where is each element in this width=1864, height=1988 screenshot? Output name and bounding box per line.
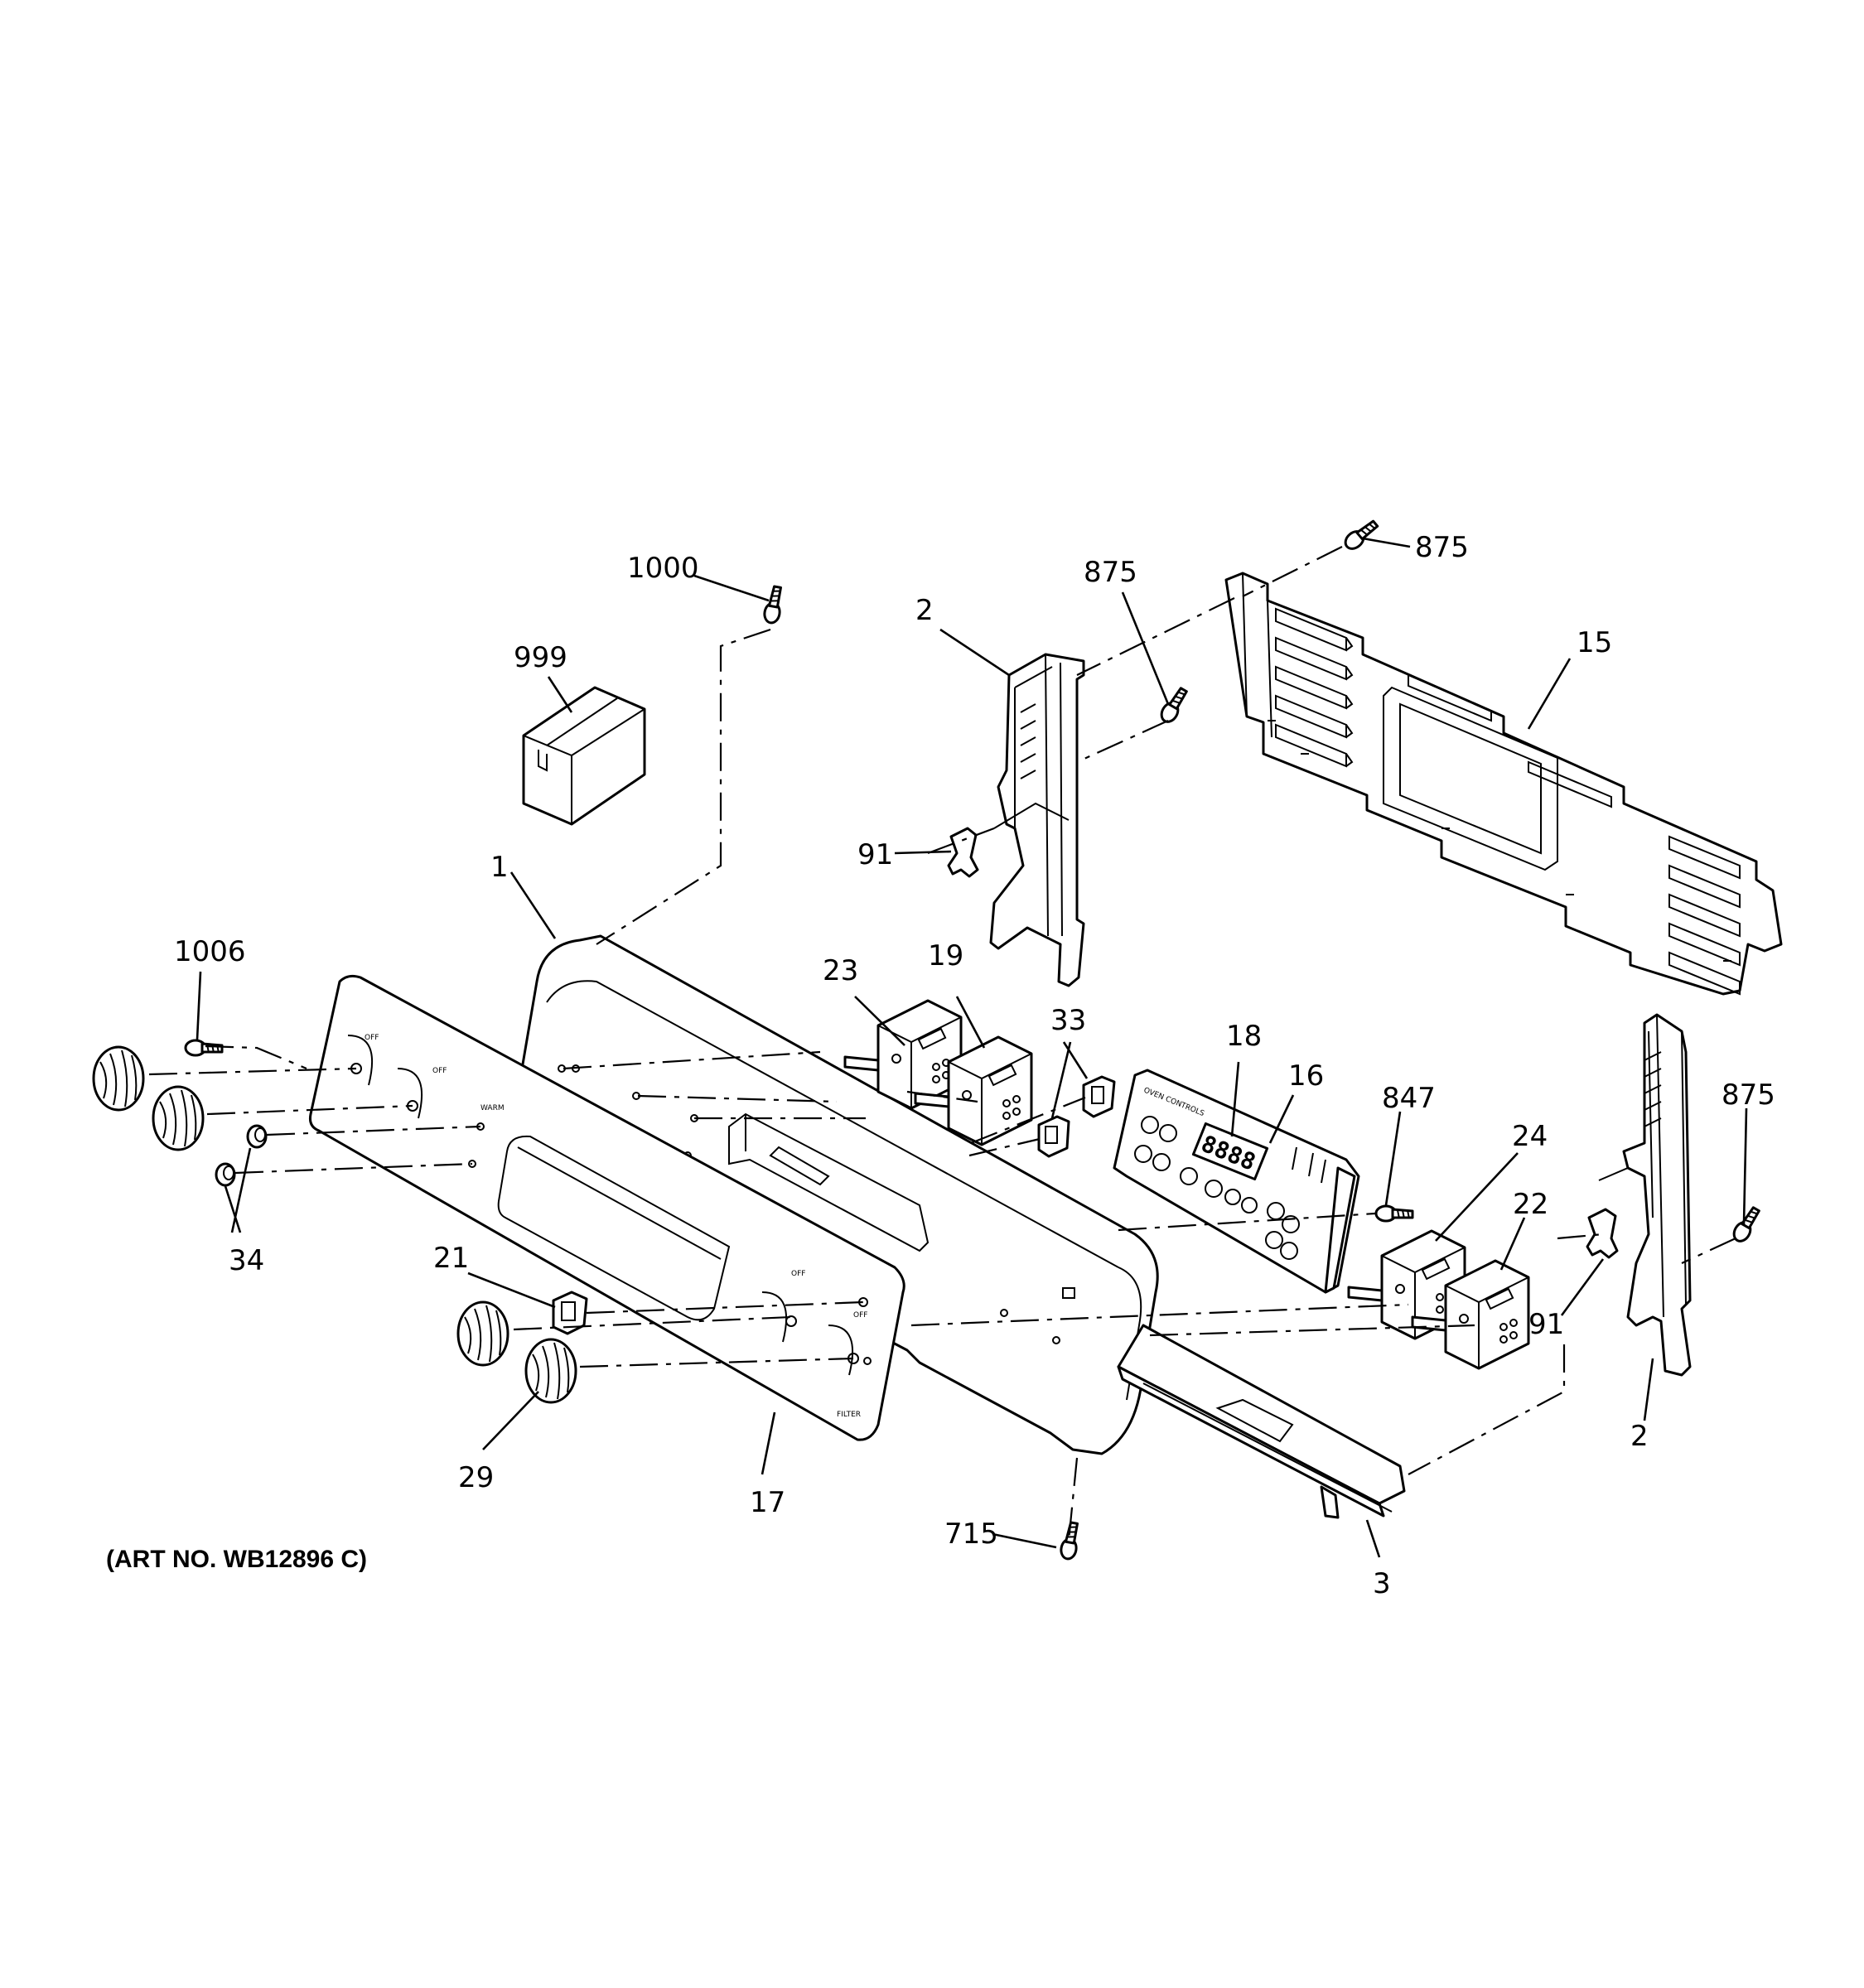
rear-panel-15 [1224, 572, 1783, 996]
callout-21: 21 [433, 1242, 469, 1275]
callout-19: 19 [928, 939, 963, 972]
callout-22: 22 [1513, 1188, 1548, 1221]
svg-text:OFF: OFF [365, 1034, 379, 1042]
screw-875-top [1340, 516, 1381, 554]
knob-29-a [456, 1300, 509, 1367]
screw-1000 [761, 584, 785, 625]
svg-text:OFF: OFF [432, 1067, 447, 1075]
clip-91-left [947, 827, 979, 878]
svg-text:OFF: OFF [791, 1270, 805, 1278]
knob-left-1 [92, 1045, 145, 1112]
callout-91-left: 91 [857, 838, 893, 871]
knob-29-b [524, 1338, 577, 1404]
screw-847 [1374, 1204, 1414, 1223]
oven-control-board-16: 8888 OVEN CONTROLS [1113, 1069, 1360, 1294]
digital-display [1191, 1122, 1269, 1181]
callout-2-top: 2 [915, 594, 934, 627]
control-overlay-17: OFF OFF WARM OFF OFF FILTER [309, 974, 905, 1441]
rocker-switch-33a [1082, 1075, 1116, 1118]
knob-left-2 [152, 1085, 205, 1151]
callout-91-right: 91 [1528, 1308, 1564, 1341]
svg-text:OFF: OFF [853, 1311, 867, 1320]
vent-slots-left [1275, 607, 1354, 768]
callout-875-right: 875 [1722, 1078, 1775, 1112]
control-buttons [1134, 1116, 1300, 1260]
callout-1: 1 [490, 851, 509, 884]
callout-1000: 1000 [627, 552, 699, 585]
callout-3: 3 [1373, 1567, 1391, 1600]
side-bracket-left-2 [989, 653, 1085, 987]
callout-34: 34 [229, 1244, 264, 1277]
callout-715: 715 [944, 1518, 998, 1551]
callout-2-bottom: 2 [1630, 1420, 1649, 1453]
vent-slots-right [1668, 835, 1741, 996]
callout-labels: 1000 999 2 875 875 15 91 1 1006 23 19 33… [174, 531, 1775, 1600]
callout-16: 16 [1288, 1059, 1324, 1093]
vent-slots-center [1383, 673, 1612, 871]
clip-91-right [1586, 1208, 1619, 1259]
callout-18: 18 [1226, 1020, 1262, 1053]
callout-23: 23 [823, 954, 858, 987]
leader-lines [196, 537, 1748, 1558]
assembly-lines [148, 546, 1736, 1542]
callout-24: 24 [1512, 1120, 1548, 1153]
callout-15: 15 [1577, 626, 1612, 659]
callout-33: 33 [1050, 1004, 1086, 1037]
front-trim-3 [1117, 1324, 1406, 1519]
box-999 [522, 686, 646, 826]
spacer-34b [215, 1162, 236, 1187]
art-number: (ART NO. WB12896 C) [106, 1546, 367, 1573]
callout-1006: 1006 [174, 935, 246, 968]
svg-text:FILTER: FILTER [837, 1411, 861, 1419]
spacer-34a [246, 1124, 268, 1149]
callout-17: 17 [750, 1486, 785, 1519]
svg-text:WARM: WARM [480, 1104, 505, 1112]
callout-29: 29 [458, 1461, 494, 1494]
callout-847: 847 [1382, 1082, 1436, 1115]
rocker-switch-33b [1037, 1115, 1070, 1158]
callout-875-top: 875 [1415, 531, 1469, 564]
callout-875-mid: 875 [1084, 556, 1137, 589]
screw-1006 [184, 1039, 224, 1057]
callout-999: 999 [514, 641, 567, 674]
side-bracket-right-2 [1598, 1013, 1692, 1377]
